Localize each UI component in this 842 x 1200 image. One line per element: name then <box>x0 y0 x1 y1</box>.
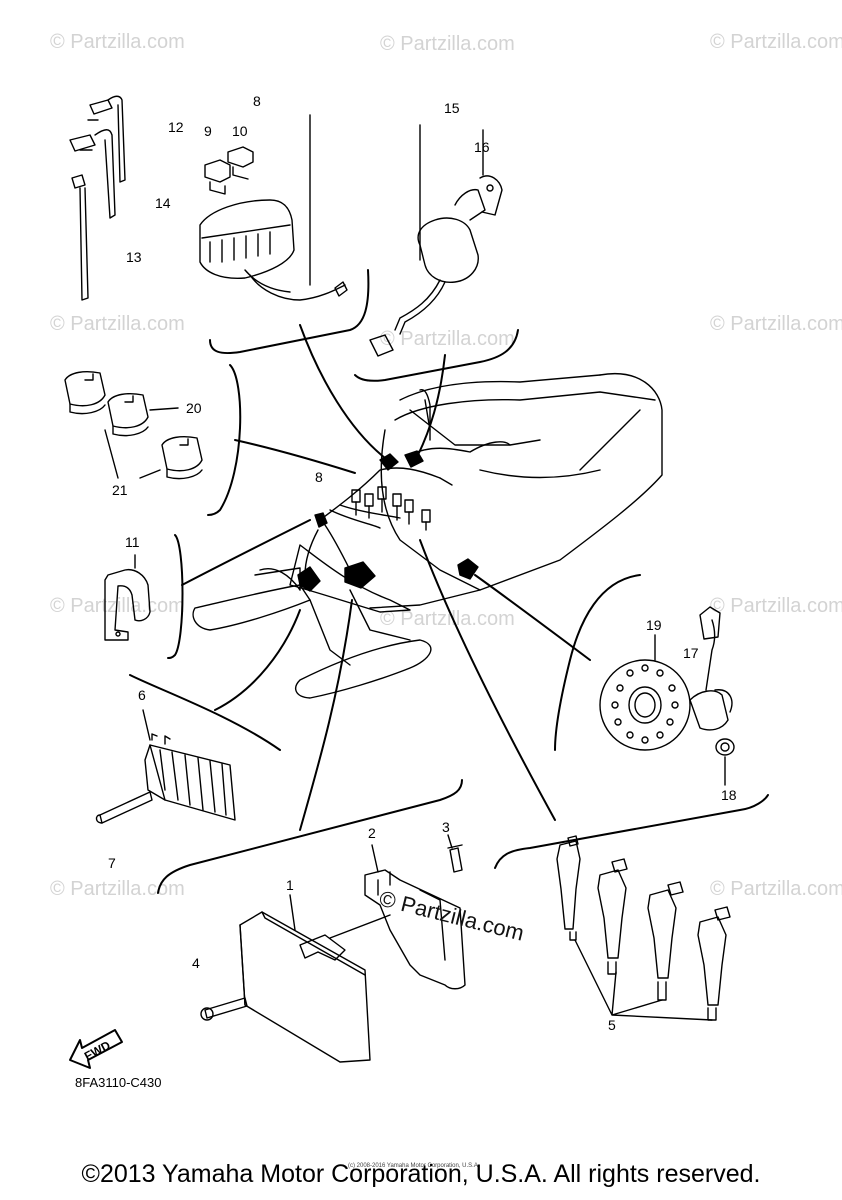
snowmobile-outline <box>192 373 663 699</box>
callout-number: 16 <box>474 139 490 155</box>
leader-lines <box>181 324 591 831</box>
watermark: © Partzilla.com <box>50 595 185 617</box>
callout-number: 11 <box>125 534 140 550</box>
watermark: © Partzilla.com <box>50 31 185 53</box>
diagram-code: 8FA3110-C430 <box>75 1075 162 1090</box>
watermark: © Partzilla.com <box>710 313 842 335</box>
callout-number: 20 <box>186 400 202 416</box>
watermark: © Partzilla.com <box>710 31 842 53</box>
main-switch-part <box>369 124 503 357</box>
callout-number: 14 <box>155 195 171 211</box>
watermark: © Partzilla.com <box>50 313 185 335</box>
callout-number: 21 <box>112 482 128 498</box>
callout-number: 7 <box>108 855 116 871</box>
fuse-box-part <box>199 114 348 301</box>
watermark: © Partzilla.com <box>380 328 515 350</box>
callout-number: 5 <box>608 1017 616 1033</box>
watermark: © Partzilla.com <box>710 878 842 900</box>
callout-number: 10 <box>232 123 248 139</box>
relay-parts <box>64 371 203 480</box>
bracket-part <box>104 554 151 641</box>
cdi-unit-part <box>200 834 466 1063</box>
wire-harness <box>297 441 511 592</box>
plug-cap-parts <box>556 835 731 1021</box>
callout-number: 19 <box>646 617 662 633</box>
copyright-notice: ©2013 Yamaha Motor Corporation, U.S.A. A… <box>81 1160 761 1188</box>
small-copyright: (c) 2008-2016 Yamaha Motor Corporation, … <box>348 1163 480 1169</box>
callout-number: 2 <box>368 825 376 841</box>
callout-number: 13 <box>126 249 142 265</box>
callout-number: 6 <box>138 687 146 703</box>
watermark: © Partzilla.com <box>380 33 515 55</box>
callout-number: 1 <box>286 877 294 893</box>
watermark: © Partzilla.com <box>710 595 842 617</box>
rotor-and-sensor-part <box>599 606 735 786</box>
callout-number: 8 <box>315 469 323 485</box>
cable-tie-parts <box>69 95 126 301</box>
callout-number: 4 <box>192 955 200 971</box>
callout-number: 15 <box>444 100 460 116</box>
callout-number: 3 <box>442 819 450 835</box>
callout-number: 12 <box>168 119 184 135</box>
fwd-label: FWD <box>82 1038 113 1063</box>
callout-number: 18 <box>721 787 737 803</box>
callout-number: 9 <box>204 123 212 139</box>
fwd-arrow <box>69 1029 123 1069</box>
watermark-center: © Partzilla.com <box>377 886 527 946</box>
watermark: © Partzilla.com <box>380 608 515 630</box>
rectifier-regulator-part <box>95 709 236 824</box>
callout-number: 17 <box>683 645 699 661</box>
watermark: © Partzilla.com <box>50 878 185 900</box>
group-brackets <box>129 269 769 894</box>
callout-number: 8 <box>253 93 261 109</box>
